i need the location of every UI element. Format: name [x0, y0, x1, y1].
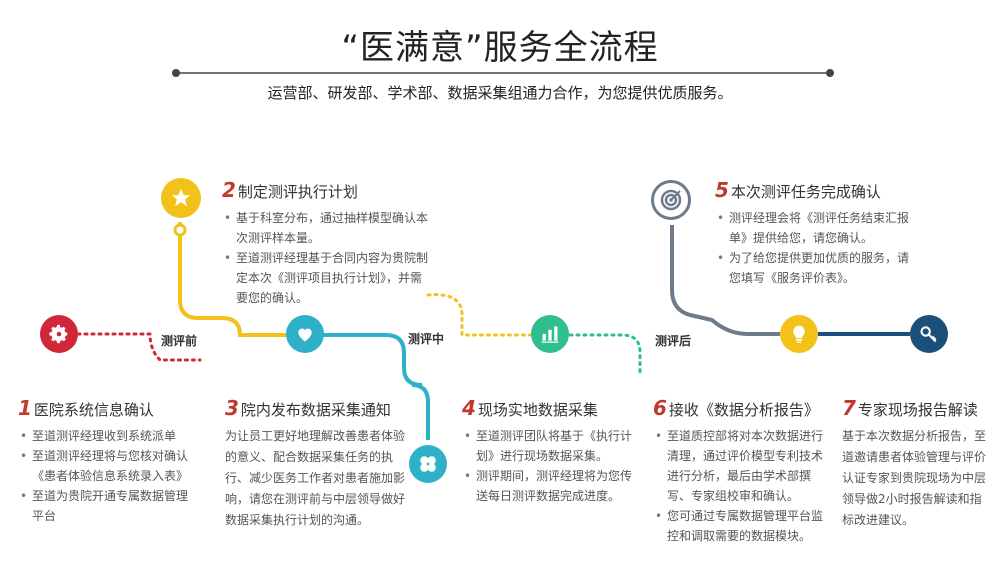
- header-divider-dot-left: [172, 69, 180, 77]
- step-7-number: 7: [842, 396, 856, 420]
- step-4-item: 测评期间，测评经理将为您传送每日测评数据完成进度。: [462, 466, 642, 506]
- step-1-item: 至道测评经理将与您核对确认《患者体验信息系统录入表》: [18, 446, 198, 486]
- step-1-item: 至道测评经理收到系统派单: [18, 426, 198, 446]
- step-2-list: 基于科室分布，通过抽样模型确认本次测评样本量。 至道测评经理基于合同内容为贵院制…: [222, 208, 432, 308]
- connector-yellow-dot: [173, 223, 187, 237]
- bar-chart-icon: [531, 315, 569, 353]
- step-5-item: 为了给您提供更加优质的服务，请您填写《服务评价表》。: [715, 248, 915, 288]
- step-7-text: 基于本次数据分析报告，至道邀请患者体验管理与评价认证专家到贵院现场为中层领导做2…: [842, 429, 987, 527]
- step-4-title: 现场实地数据采集: [477, 401, 598, 419]
- step-1-title: 医院系统信息确认: [33, 401, 154, 419]
- step-5-item: 测评经理会将《测评任务结束汇报单》提供给您，请您确认。: [715, 208, 915, 248]
- lightbulb-icon: [780, 315, 818, 353]
- step-2-item: 至道测评经理基于合同内容为贵院制定本次《测评项目执行计划》，并需要您的确认。: [222, 248, 432, 308]
- connector-red: [76, 332, 202, 362]
- step-6-item: 至道质控部将对本次数据进行清理，通过评价模型专利技术进行分析，最后由学术部撰写、…: [653, 426, 825, 506]
- heart-icon: [286, 315, 324, 353]
- header-divider-dot-right: [826, 69, 834, 77]
- star-icon: [161, 178, 201, 218]
- gear-icon: [40, 315, 78, 353]
- key-icon: [910, 315, 948, 353]
- stage-label-after: 测评后: [655, 334, 692, 348]
- step-2-title: 制定测评执行计划: [237, 183, 358, 201]
- step-6-list: 至道质控部将对本次数据进行清理，通过评价模型专利技术进行分析，最后由学术部撰写、…: [653, 426, 825, 546]
- page-title: “医满意”服务全流程: [341, 28, 659, 68]
- step-7-title: 专家现场报告解读: [857, 401, 978, 419]
- step-6-title: 接收《数据分析报告》: [668, 401, 819, 419]
- step-2-item: 基于科室分布，通过抽样模型确认本次测评样本量。: [222, 208, 432, 248]
- step-5-number: 5: [715, 178, 729, 202]
- step-5-title: 本次测评任务完成确认: [730, 183, 881, 201]
- connector-blue: [320, 333, 430, 440]
- clover-icon: [409, 445, 447, 483]
- step-2-number: 2: [222, 178, 236, 202]
- target-icon: [651, 180, 691, 220]
- step-3-title: 院内发布数据采集通知: [240, 401, 391, 419]
- step-6-item: 您可通过专属数据管理平台监控和调取需要的数据模块。: [653, 506, 825, 546]
- step-4-number: 4: [462, 396, 476, 420]
- step-1-item: 至道为贵院开通专属数据管理平台: [18, 486, 198, 526]
- stage-label-before: 测评前: [161, 334, 198, 348]
- step-5-list: 测评经理会将《测评任务结束汇报单》提供给您，请您确认。 为了给您提供更加优质的服…: [715, 208, 915, 288]
- step-3-text: 为让员工更好地理解改善患者体验的意义、配合数据采集任务的执行、减少医务工作者对患…: [225, 429, 406, 527]
- connector-yellow: [178, 222, 288, 337]
- connector-slate: [670, 225, 780, 336]
- stage-label-during: 测评中: [408, 332, 445, 346]
- connector-dotted-green: [568, 333, 642, 374]
- step-3-number: 3: [225, 396, 239, 420]
- step-1-list: 至道测评经理收到系统派单 至道测评经理将与您核对确认《患者体验信息系统录入表》 …: [18, 426, 198, 526]
- step-4-list: 至道测评团队将基于《执行计划》进行现场数据采集。 测评期间，测评经理将为您传送每…: [462, 426, 642, 506]
- connector-dotted-yellow: [426, 293, 532, 337]
- step-1-number: 1: [18, 396, 32, 420]
- page-subtitle: 运营部、研发部、学术部、数据采集组通力合作，为您提供优质服务。: [267, 84, 733, 102]
- step-6: 6接收《数据分析报告》 至道质控部将对本次数据进行清理，通过评价模型专利技术进行…: [653, 396, 825, 546]
- step-4-item: 至道测评团队将基于《执行计划》进行现场数据采集。: [462, 426, 642, 466]
- step-6-number: 6: [653, 396, 667, 420]
